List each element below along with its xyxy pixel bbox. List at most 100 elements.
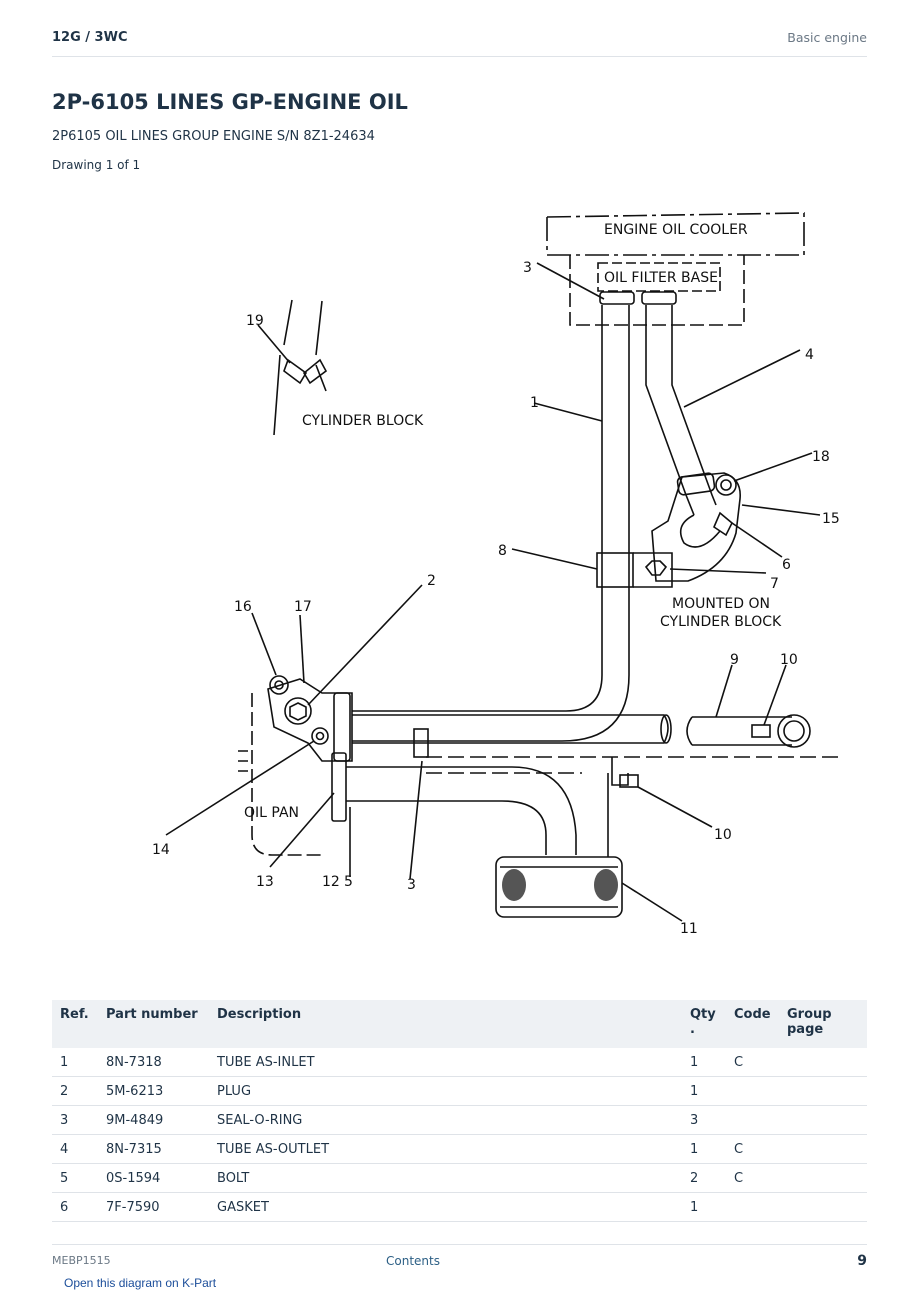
label-oil-pan: OIL PAN: [244, 805, 299, 821]
o-ring-seal-upper-left: [599, 291, 635, 305]
section-name: Basic engine: [787, 30, 867, 45]
cell-description: PLUG: [209, 1076, 682, 1106]
elbow-fitting-port: [284, 697, 312, 725]
bolt-18-inner: [720, 479, 732, 491]
bolt-14-outer: [311, 727, 329, 745]
drawing-count: Drawing 1 of 1: [52, 158, 141, 172]
cell-description: GASKET: [209, 1192, 682, 1222]
leader-1: [533, 402, 603, 422]
bolt-7: [644, 560, 668, 576]
callout-12: 12: [322, 874, 340, 890]
col-header-description: Description: [209, 1000, 682, 1048]
label-oil-filter-base: OIL FILTER BASE: [604, 270, 718, 286]
cell-code: [726, 1192, 779, 1222]
cell-part-number: 5M-6213: [98, 1076, 209, 1106]
inlet-tube-outer-edge: [352, 305, 603, 712]
page-header: 12G / 3WC Basic engine: [52, 28, 867, 57]
oil-filter-base-outline: [569, 255, 745, 326]
cell-description: TUBE AS-OUTLET: [209, 1134, 682, 1164]
callout-9: 9: [730, 652, 739, 668]
cell-part-number: 8N-7318: [98, 1048, 209, 1077]
upper-horizontal-tube: [352, 714, 669, 744]
cell-group-page: [779, 1134, 867, 1164]
page-title: 2P-6105 LINES GP-ENGINE OIL: [52, 90, 408, 114]
oil-screen-bands: [500, 866, 618, 908]
callout-3-bottom: 3: [407, 877, 416, 893]
leader-9: [715, 664, 733, 718]
outlet-tube-elbow: [679, 514, 721, 548]
tube-9-end: [686, 716, 693, 746]
callout-5: 5: [344, 874, 353, 890]
oil-filter-base-inner: [597, 262, 721, 292]
cell-qty: 1: [682, 1192, 726, 1222]
cell-qty: 1: [682, 1134, 726, 1164]
outlet-tube-left-edge: [645, 305, 695, 516]
cell-code: C: [726, 1134, 779, 1164]
suction-tube-flange: [331, 752, 347, 822]
cell-code: C: [726, 1163, 779, 1193]
callout-2: 2: [427, 573, 436, 589]
tube-9: [692, 716, 792, 746]
cell-code: [726, 1076, 779, 1106]
leader-10-top: [763, 664, 787, 726]
callout-18: 18: [812, 449, 830, 465]
cell-ref: 2: [52, 1076, 98, 1106]
callout-8: 8: [498, 543, 507, 559]
tube-9-clamp-ring: [777, 714, 811, 748]
table-row: 1 8N-7318 TUBE AS-INLET 1 C: [52, 1048, 867, 1077]
cell-group-page: [779, 1105, 867, 1135]
outlet-tube-clip: [676, 472, 716, 496]
col-header-code: Code: [726, 1000, 779, 1048]
parts-table-header-row: Ref. Part number Description Qty . Code …: [52, 1000, 867, 1048]
table-row: 5 0S-1594 BOLT 2 C: [52, 1163, 867, 1193]
parts-table: Ref. Part number Description Qty . Code …: [52, 1000, 867, 1222]
callout-13: 13: [256, 874, 274, 890]
cell-part-number: 7F-7590: [98, 1192, 209, 1222]
engine-oil-cooler-outline: [546, 212, 805, 256]
document-id: MEBP1515: [52, 1254, 111, 1267]
upper-horizontal-tube-end: [660, 714, 672, 744]
cell-group-page: [779, 1048, 867, 1077]
leader-3-top: [536, 262, 605, 300]
callout-11: 11: [680, 921, 698, 937]
callout-16: 16: [234, 599, 252, 615]
bolt-16-inner: [274, 680, 284, 690]
leader-3-bottom: [409, 760, 423, 880]
cell-group-page: [779, 1192, 867, 1222]
clamp-8: [596, 552, 634, 588]
callout-6: 6: [782, 557, 791, 573]
leader-17: [299, 614, 305, 684]
cell-description: BOLT: [209, 1163, 682, 1193]
clamp-10-upper: [751, 724, 771, 738]
cell-code: C: [726, 1048, 779, 1077]
leader-16: [251, 612, 277, 676]
table-row: 4 8N-7315 TUBE AS-OUTLET 1 C: [52, 1134, 867, 1164]
leader-18: [733, 452, 813, 482]
elbow-flange: [333, 692, 351, 762]
callout-15: 15: [822, 511, 840, 527]
contents-link[interactable]: Contents: [386, 1254, 440, 1268]
cell-qty: 3: [682, 1105, 726, 1135]
cell-group-page: [779, 1076, 867, 1106]
oil-pan-outline: [251, 693, 324, 856]
outlet-tube-right-edge: [671, 305, 717, 506]
o-ring-seal-lower: [413, 728, 429, 758]
leader-10-bottom: [637, 786, 713, 828]
open-in-kpart-link[interactable]: Open this diagram on K-Part: [64, 1276, 217, 1290]
table-row: 2 5M-6213 PLUG 1: [52, 1076, 867, 1106]
breadcrumb: 12G / 3WC: [52, 30, 128, 45]
callout-10-top: 10: [780, 652, 798, 668]
gasket-6: [713, 511, 733, 537]
leader-13: [269, 792, 335, 868]
cell-part-number: 9M-4849: [98, 1105, 209, 1135]
leader-6: [731, 522, 783, 558]
page-number: 9: [857, 1253, 867, 1269]
leader-19: [257, 324, 291, 364]
clamp-tab: [633, 552, 673, 588]
clamp-10-lower: [619, 774, 639, 788]
suction-tube-top-edge: [346, 766, 577, 855]
cell-code: [726, 1105, 779, 1135]
cell-part-number: 0S-1594: [98, 1163, 209, 1193]
cell-ref: 1: [52, 1048, 98, 1077]
col-header-ref: Ref.: [52, 1000, 98, 1048]
